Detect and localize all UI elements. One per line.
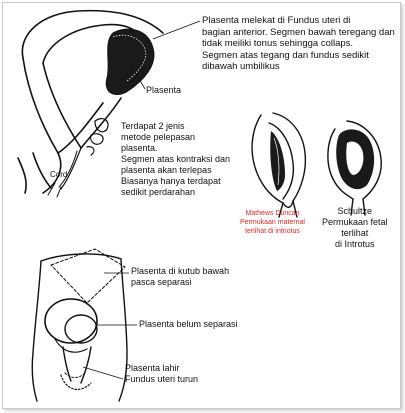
placenta-illustration: [17, 9, 382, 402]
kutub-bawah-label: Plasenta di kutub bawah pasca separasi: [131, 266, 230, 287]
placenta-shape: [105, 28, 155, 95]
pelvis-drawing: [31, 248, 128, 402]
figure-frame: Plasenta melekat di Fundus uteri di bagi…: [2, 2, 401, 409]
duncan-label: Mathews Duncan Permukaan maternal terlih…: [240, 210, 305, 235]
schultze-drawing: [327, 120, 382, 216]
methods-note: Terdapat 2 jenis metode pelepasan plasen…: [121, 121, 231, 197]
cord-label: Cord: [50, 170, 68, 179]
belum-separasi-label: Plasenta belum separasi: [139, 319, 238, 329]
plasenta-label: Plasenta: [146, 85, 182, 95]
lahir-label: Plasenta lahir Fundus uteri turun: [125, 363, 199, 384]
schultze-label: Schultze Permukaan fetal terlihat di Int…: [322, 206, 388, 249]
uterus-fundus-drawing: [17, 9, 164, 198]
duncan-drawing: [251, 112, 307, 218]
fundus-note: Plasenta melekat di Fundus uteri di bagi…: [202, 15, 395, 72]
